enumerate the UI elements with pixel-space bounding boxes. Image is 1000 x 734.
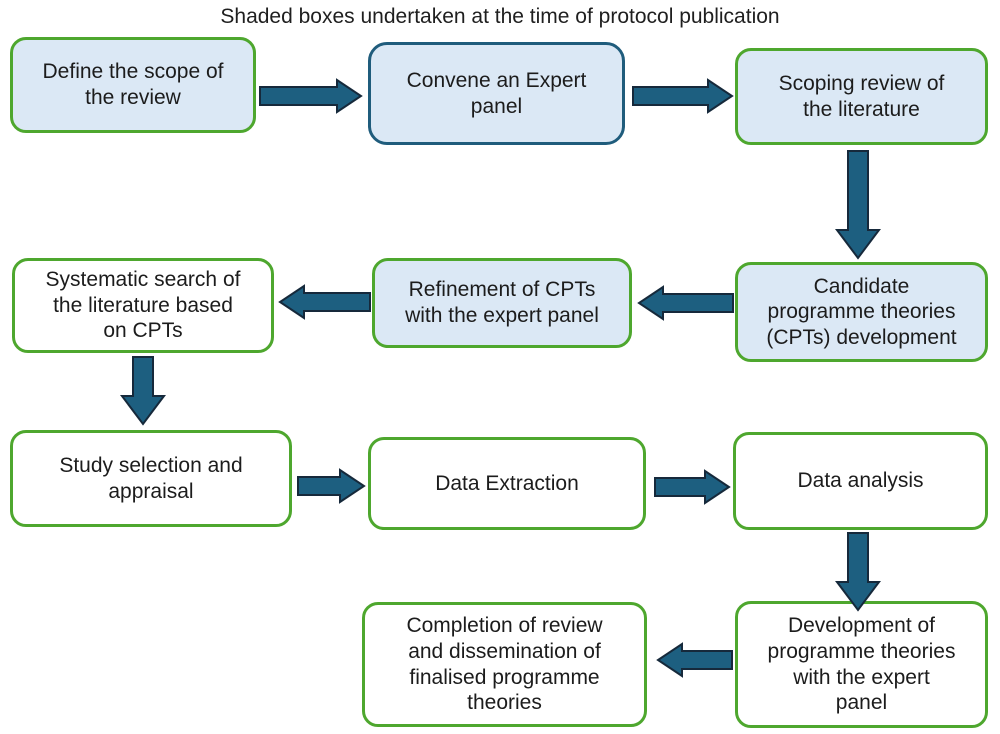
flow-box-study-selection: Study selection and appraisal xyxy=(10,430,292,527)
flow-box-development-theories: Development of programme theories with t… xyxy=(735,601,988,728)
flow-box-define-scope: Define the scope of the review xyxy=(10,37,256,133)
flow-box-data-analysis: Data analysis xyxy=(733,432,988,530)
flow-box-systematic-search: Systematic search of the literature base… xyxy=(12,258,274,353)
flow-box-scoping-review: Scoping review of the literature xyxy=(735,48,988,145)
arrow-right-define-scope-to-convene-panel xyxy=(259,78,363,114)
flow-box-completion-review: Completion of review and dissemination o… xyxy=(362,602,647,727)
diagram-title: Shaded boxes undertaken at the time of p… xyxy=(220,5,780,28)
arrow-left-candidate-theories-to-refinement-cpts xyxy=(637,285,734,321)
flow-box-candidate-theories: Candidate programme theories (CPTs) deve… xyxy=(735,262,988,362)
arrow-right-convene-panel-to-scoping-review xyxy=(632,78,734,114)
arrow-right-study-selection-to-data-extraction xyxy=(297,468,366,504)
flow-box-refinement-cpts: Refinement of CPTs with the expert panel xyxy=(372,258,632,348)
flow-box-data-extraction: Data Extraction xyxy=(368,437,646,530)
arrow-left-refinement-cpts-to-systematic-search xyxy=(278,284,371,320)
arrow-right-data-extraction-to-data-analysis xyxy=(654,469,731,505)
arrow-left-development-theories-to-completion-review xyxy=(656,642,733,678)
arrow-down-data-analysis-to-development-theories xyxy=(835,532,881,612)
arrow-down-scoping-review-to-candidate-theories xyxy=(835,150,881,260)
arrow-down-systematic-search-to-study-selection xyxy=(120,356,166,426)
flow-box-convene-expert-panel: Convene an Expert panel xyxy=(368,42,625,145)
